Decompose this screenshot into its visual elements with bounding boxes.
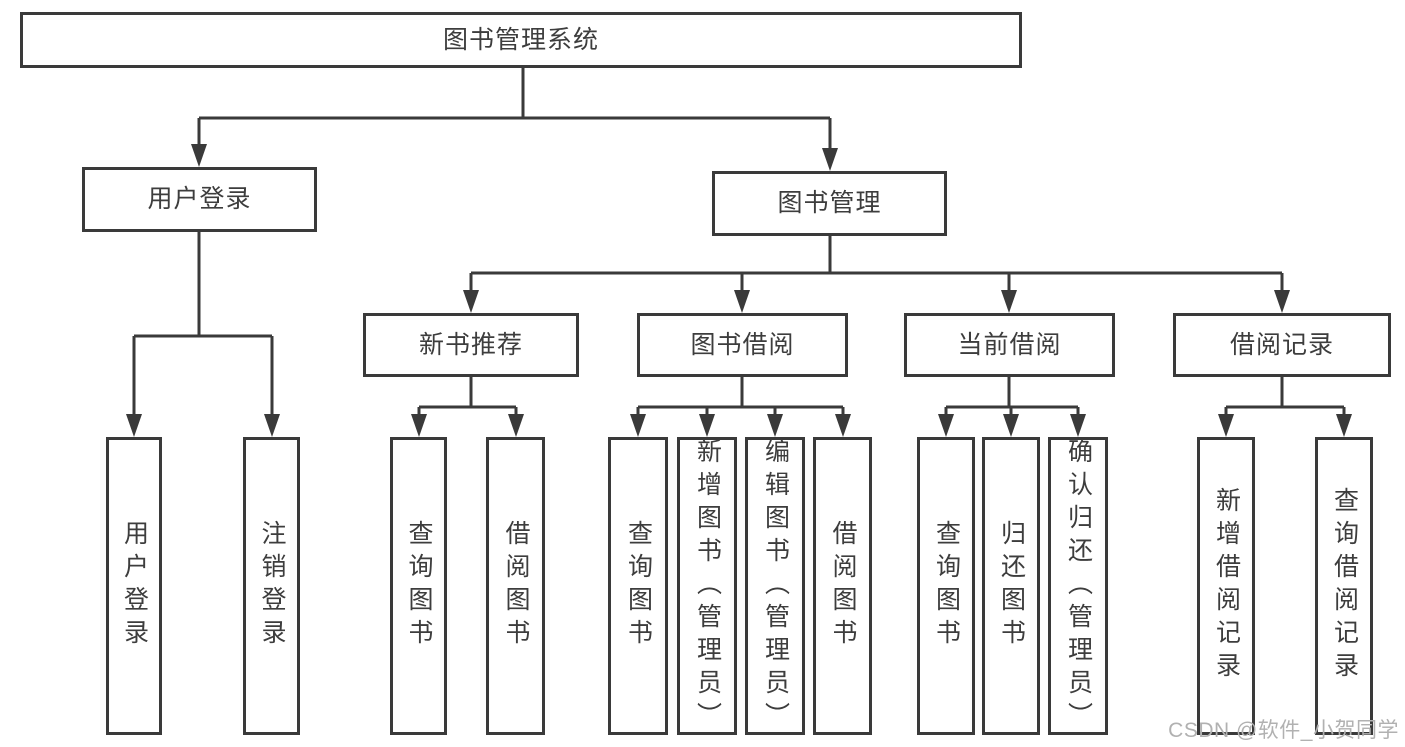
leaf-user-login: 用户登录	[106, 437, 162, 735]
node-label: 图书管理系统	[442, 25, 599, 54]
leaf-query-books-current: 查询图书	[917, 437, 975, 735]
node-label: 借阅记录	[1229, 330, 1334, 359]
node-current-borrowing: 当前借阅	[904, 313, 1115, 377]
node-label: 当前借阅	[957, 330, 1062, 359]
leaf-borrow-books: 借阅图书	[813, 437, 872, 735]
node-label: 查询图书	[624, 520, 653, 652]
node-book-management: 图书管理	[712, 171, 947, 236]
node-label: 用户登录	[147, 185, 252, 213]
node-borrowing-records: 借阅记录	[1173, 313, 1391, 377]
node-label: 编辑图书（管理员）	[761, 437, 790, 735]
node-label: 借阅图书	[502, 520, 530, 652]
node-label: 图书管理	[777, 189, 882, 217]
node-label: 查询借阅记录	[1330, 487, 1359, 685]
node-label: 查询图书	[405, 520, 433, 652]
node-label: 用户登录	[120, 520, 149, 652]
node-library-system-root: 图书管理系统	[20, 12, 1022, 68]
node-label: 归还图书	[997, 520, 1026, 652]
leaf-return-books: 归还图书	[982, 437, 1040, 735]
node-label: 确认归还（管理员）	[1064, 437, 1093, 735]
node-new-book-recommend: 新书推荐	[363, 313, 579, 377]
leaf-query-books-recommend: 查询图书	[390, 437, 447, 735]
csdn-watermark: CSDN @软件_小贺同学	[1168, 719, 1399, 742]
node-label: 查询图书	[932, 520, 961, 652]
leaf-add-borrow-record: 新增借阅记录	[1197, 437, 1255, 735]
node-book-borrowing: 图书借阅	[637, 313, 848, 377]
leaf-query-borrow-record: 查询借阅记录	[1315, 437, 1373, 735]
leaf-edit-books-admin: 编辑图书（管理员）	[745, 437, 805, 735]
node-label: 新增借阅记录	[1212, 487, 1241, 685]
leaf-confirm-return-admin: 确认归还（管理员）	[1048, 437, 1108, 735]
node-label: 新书推荐	[418, 330, 523, 359]
node-user-login: 用户登录	[82, 167, 317, 232]
leaf-logout-login: 注销登录	[243, 437, 300, 735]
leaf-query-books-borrow: 查询图书	[608, 437, 668, 735]
node-label: 注销登录	[258, 520, 286, 652]
leaf-add-books-admin: 新增图书（管理员）	[677, 437, 737, 735]
leaf-borrow-books-recommend: 借阅图书	[486, 437, 545, 735]
node-label: 图书借阅	[690, 330, 795, 359]
node-label: 新增图书（管理员）	[693, 437, 722, 735]
node-label: 借阅图书	[829, 520, 857, 652]
